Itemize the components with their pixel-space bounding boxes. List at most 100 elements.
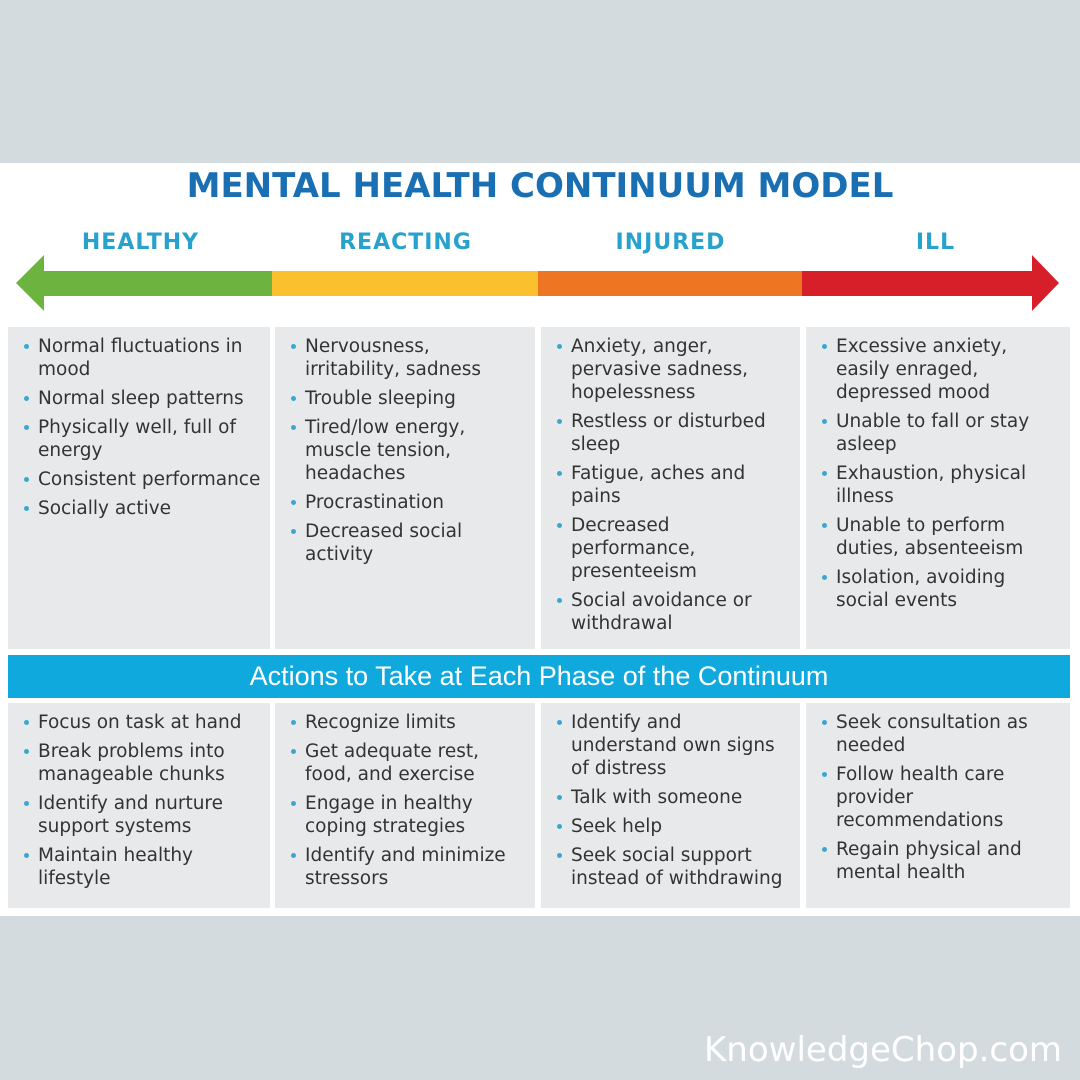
list-item-text: Seek help bbox=[571, 816, 663, 837]
bullet-icon bbox=[822, 471, 827, 476]
arrow-head-left-icon bbox=[16, 255, 272, 311]
list-item: Decreased social activity bbox=[289, 520, 527, 566]
list-item: Break problems into manageable chunks bbox=[22, 740, 262, 786]
list-item: Normal fluctuations in mood bbox=[22, 335, 262, 381]
bullet-icon bbox=[24, 396, 29, 401]
arrow-segment-reacting bbox=[272, 271, 538, 296]
list-item: Consistent performance bbox=[22, 468, 262, 491]
list-item-text: Physically well, full of energy bbox=[38, 417, 237, 461]
phase-label-injured: INJURED bbox=[615, 230, 726, 255]
list-item-text: Identify and understand own signs of dis… bbox=[571, 712, 775, 779]
bullet-icon bbox=[557, 523, 562, 528]
list-item-text: Restless or disturbed sleep bbox=[571, 411, 766, 455]
list-item: Nervousness, irritability, sadness bbox=[289, 335, 527, 381]
bullet-icon bbox=[557, 344, 562, 349]
bullet-icon bbox=[822, 847, 827, 852]
list-item-text: Get adequate rest, food, and exercise bbox=[305, 741, 479, 785]
list-item: Focus on task at hand bbox=[22, 711, 262, 734]
bullet-icon bbox=[557, 824, 562, 829]
signs-list: Anxiety, anger, pervasive sadness, hopel… bbox=[555, 335, 792, 635]
list-item: Seek help bbox=[555, 815, 792, 838]
list-item: Talk with someone bbox=[555, 786, 792, 809]
signs-list: Excessive anxiety, easily enraged, depre… bbox=[820, 335, 1062, 612]
phase-label-ill: ILL bbox=[915, 230, 956, 255]
bullet-icon bbox=[557, 598, 562, 603]
bullet-icon bbox=[291, 396, 296, 401]
bullet-icon bbox=[822, 419, 827, 424]
list-item: Identify and minimize stressors bbox=[289, 844, 527, 890]
list-item: Physically well, full of energy bbox=[22, 416, 262, 462]
list-item-text: Procrastination bbox=[305, 492, 444, 513]
list-item-text: Decreased performance, presenteeism bbox=[571, 515, 697, 582]
list-item: Engage in healthy coping strategies bbox=[289, 792, 527, 838]
list-item: Seek social support instead of withdrawi… bbox=[555, 844, 792, 890]
list-item-text: Isolation, avoiding social events bbox=[836, 567, 1006, 611]
list-item-text: Focus on task at hand bbox=[38, 712, 242, 733]
list-item: Trouble sleeping bbox=[289, 387, 527, 410]
bullet-icon bbox=[291, 720, 296, 725]
signs-box-injured: Anxiety, anger, pervasive sadness, hopel… bbox=[541, 327, 800, 649]
arrow-segment-injured bbox=[538, 271, 802, 296]
list-item-text: Anxiety, anger, pervasive sadness, hopel… bbox=[571, 336, 748, 403]
bullet-icon bbox=[557, 471, 562, 476]
list-item: Anxiety, anger, pervasive sadness, hopel… bbox=[555, 335, 792, 404]
list-item: Fatigue, aches and pains bbox=[555, 462, 792, 508]
list-item: Unable to fall or stay asleep bbox=[820, 410, 1062, 456]
list-item-text: Maintain healthy lifestyle bbox=[38, 845, 194, 889]
bullet-icon bbox=[557, 720, 562, 725]
actions-banner: Actions to Take at Each Phase of the Con… bbox=[8, 655, 1070, 698]
bullet-icon bbox=[291, 529, 296, 534]
list-item-text: Regain physical and mental health bbox=[836, 839, 1022, 883]
list-item-text: Follow health care provider recommendati… bbox=[836, 764, 1005, 831]
bullet-icon bbox=[24, 801, 29, 806]
list-item: Tired/low energy, muscle tension, headac… bbox=[289, 416, 527, 485]
bullet-icon bbox=[24, 425, 29, 430]
list-item-text: Tired/low energy, muscle tension, headac… bbox=[305, 417, 466, 484]
bullet-icon bbox=[291, 853, 296, 858]
bullet-icon bbox=[822, 772, 827, 777]
list-item-text: Fatigue, aches and pains bbox=[571, 463, 746, 507]
list-item: Procrastination bbox=[289, 491, 527, 514]
page-title: MENTAL HEALTH CONTINUUM MODEL bbox=[186, 166, 894, 206]
list-item: Identify and understand own signs of dis… bbox=[555, 711, 792, 780]
bullet-icon bbox=[24, 477, 29, 482]
list-item-text: Engage in healthy coping strategies bbox=[305, 793, 473, 837]
bullet-icon bbox=[24, 853, 29, 858]
list-item-text: Identify and nurture support systems bbox=[38, 793, 224, 837]
phase-label-reacting: REACTING bbox=[339, 230, 472, 255]
list-item-text: Social avoidance or withdrawal bbox=[571, 590, 752, 634]
list-item-text: Normal sleep patterns bbox=[38, 388, 244, 409]
list-item: Decreased performance, presenteeism bbox=[555, 514, 792, 583]
list-item: Unable to perform duties, absenteeism bbox=[820, 514, 1062, 560]
list-item-text: Unable to perform duties, absenteeism bbox=[836, 515, 1024, 559]
list-item-text: Consistent performance bbox=[38, 469, 261, 490]
list-item: Socially active bbox=[22, 497, 262, 520]
list-item: Get adequate rest, food, and exercise bbox=[289, 740, 527, 786]
bullet-icon bbox=[24, 344, 29, 349]
arrow-head-right-icon bbox=[802, 255, 1059, 311]
list-item-text: Seek consultation as needed bbox=[836, 712, 1028, 756]
list-item-text: Talk with someone bbox=[571, 787, 743, 808]
bullet-icon bbox=[822, 344, 827, 349]
bullet-icon bbox=[291, 425, 296, 430]
list-item: Follow health care provider recommendati… bbox=[820, 763, 1062, 832]
bullet-icon bbox=[557, 419, 562, 424]
list-item: Normal sleep patterns bbox=[22, 387, 262, 410]
bullet-icon bbox=[291, 344, 296, 349]
bullet-icon bbox=[24, 749, 29, 754]
list-item: Seek consultation as needed bbox=[820, 711, 1062, 757]
list-item-text: Decreased social activity bbox=[305, 521, 463, 565]
bullet-icon bbox=[24, 720, 29, 725]
bullet-icon bbox=[291, 749, 296, 754]
bullet-icon bbox=[557, 795, 562, 800]
list-item: Maintain healthy lifestyle bbox=[22, 844, 262, 890]
bullet-icon bbox=[291, 500, 296, 505]
actions-box-injured: Identify and understand own signs of dis… bbox=[541, 703, 800, 908]
